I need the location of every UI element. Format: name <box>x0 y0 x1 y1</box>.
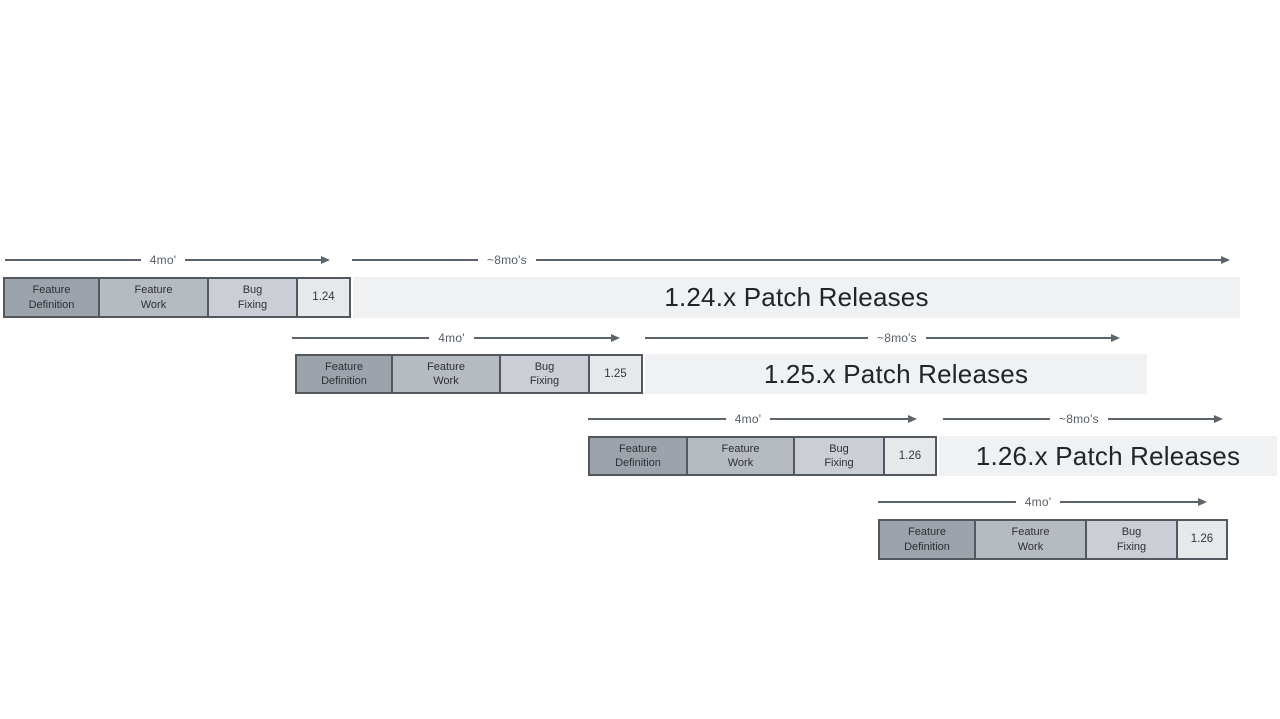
version-box: 1.24 <box>296 277 351 318</box>
version-box: 1.26 <box>883 436 937 476</box>
arrow-line <box>1060 501 1198 503</box>
arrowhead-icon <box>611 334 620 342</box>
patch-releases-bar: 1.26.x Patch Releases <box>939 436 1277 476</box>
arrowhead-icon <box>1221 256 1230 264</box>
patch-cycle-arrow-1-24: ~8mo's <box>352 252 1230 268</box>
patch-releases-bar: 1.25.x Patch Releases <box>645 354 1147 394</box>
arrowhead-icon <box>321 256 330 264</box>
patch-cycle-arrow-1-25: ~8mo's <box>645 330 1120 346</box>
arrow-line <box>352 259 478 261</box>
phase-box-feature-definition: Feature Definition <box>3 277 100 318</box>
arrowhead-icon <box>1214 415 1223 423</box>
phase-box-feature-work: Feature Work <box>391 354 501 394</box>
arrowhead-icon <box>1111 334 1120 342</box>
phase-box-feature-work: Feature Work <box>98 277 209 318</box>
phase-box-feature-work: Feature Work <box>974 519 1087 560</box>
arrow-line <box>185 259 321 261</box>
phase-box-feature-definition: Feature Definition <box>588 436 688 476</box>
patch-cycle-duration-label: ~8mo's <box>1059 412 1099 426</box>
phase-box-feature-definition: Feature Definition <box>878 519 976 560</box>
version-box: 1.25 <box>588 354 643 394</box>
arrow-line <box>473 337 611 339</box>
phase-box-bug-fixing: Bug Fixing <box>499 354 590 394</box>
patch-releases-bar: 1.24.x Patch Releases <box>353 277 1240 318</box>
patch-cycle-duration-label: ~8mo's <box>877 331 917 345</box>
release-row-1-24: Feature Definition Feature Work Bug Fixi… <box>3 277 351 318</box>
phase-box-feature-work: Feature Work <box>686 436 795 476</box>
version-box: 1.26 <box>1176 519 1228 560</box>
arrow-line <box>292 337 430 339</box>
release-row-1-25: Feature Definition Feature Work Bug Fixi… <box>295 354 643 394</box>
phase-box-bug-fixing: Bug Fixing <box>1085 519 1178 560</box>
arrowhead-icon <box>1198 498 1207 506</box>
release-row-1-26: Feature Definition Feature Work Bug Fixi… <box>588 436 937 476</box>
arrow-line <box>925 337 1111 339</box>
arrow-line <box>588 418 726 420</box>
patch-cycle-arrow-1-26: ~8mo's <box>943 411 1223 427</box>
arrowhead-icon <box>908 415 917 423</box>
arrow-line <box>535 259 1221 261</box>
arrow-line <box>1107 418 1214 420</box>
arrow-line <box>770 418 908 420</box>
arrow-line <box>878 501 1016 503</box>
dev-cycle-duration-label: 4mo' <box>438 331 465 345</box>
dev-cycle-duration-label: 4mo' <box>1024 495 1052 509</box>
release-row-next: Feature Definition Feature Work Bug Fixi… <box>878 519 1228 560</box>
arrow-line <box>645 337 868 339</box>
arrow-line <box>943 418 1050 420</box>
arrow-line <box>5 259 141 261</box>
dev-cycle-arrow-next: 4mo' <box>878 494 1207 510</box>
phase-box-bug-fixing: Bug Fixing <box>793 436 885 476</box>
dev-cycle-arrow-1-25: 4mo' <box>292 330 620 346</box>
dev-cycle-arrow-1-24: 4mo' <box>5 252 330 268</box>
phase-box-bug-fixing: Bug Fixing <box>207 277 298 318</box>
dev-cycle-duration-label: 4mo' <box>734 412 762 426</box>
phase-box-feature-definition: Feature Definition <box>295 354 393 394</box>
dev-cycle-arrow-1-26: 4mo' <box>588 411 917 427</box>
dev-cycle-duration-label: 4mo' <box>149 253 177 267</box>
patch-cycle-duration-label: ~8mo's <box>487 253 527 267</box>
